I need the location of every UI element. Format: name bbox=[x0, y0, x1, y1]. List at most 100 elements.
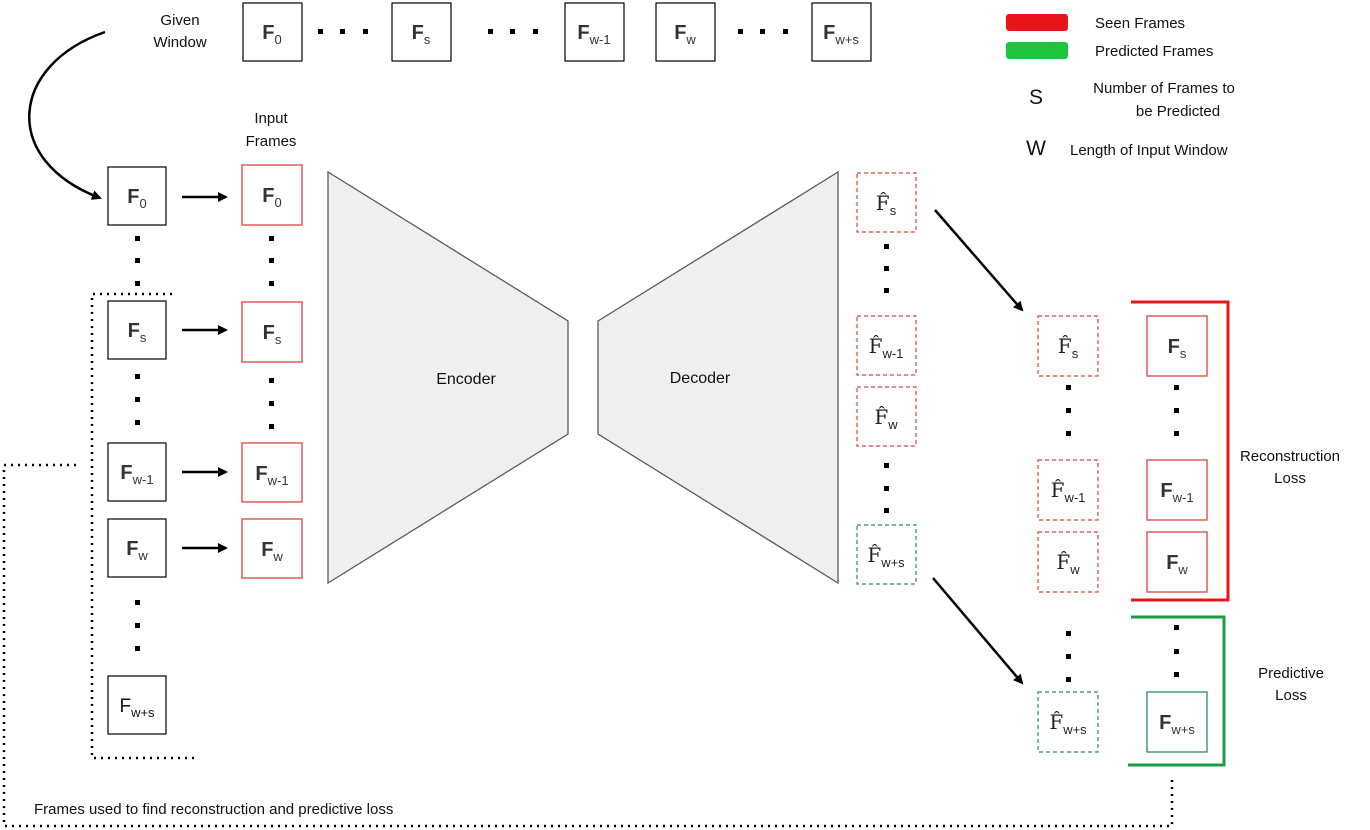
s-description-line1: Number of Frames to bbox=[1093, 80, 1235, 97]
top-frame-fs: Fs bbox=[391, 2, 452, 62]
input-frame-fw-1: Fw-1 bbox=[241, 442, 303, 503]
compare-predicted-fhat-w: F̂w bbox=[1037, 531, 1099, 593]
top-frame-f0: F0 bbox=[242, 2, 303, 62]
frame-subscript: w-1 bbox=[267, 473, 289, 488]
reconstruction-loss-label-line1: Reconstruction bbox=[1240, 448, 1340, 465]
s-symbol: S bbox=[1029, 86, 1043, 109]
seen-frames-swatch bbox=[1006, 14, 1068, 31]
truth-compare-ellipsis bbox=[1174, 385, 1179, 677]
input-frame-fs: Fs bbox=[241, 301, 303, 363]
svg-text:F̂w: F̂w bbox=[1056, 550, 1080, 577]
frame-subscript: s bbox=[1180, 346, 1187, 361]
predicted-frames-swatch bbox=[1006, 42, 1068, 59]
frame-symbol: F bbox=[126, 538, 138, 560]
predicted-frames-label: Predicted Frames bbox=[1095, 43, 1213, 60]
selection-bracket bbox=[90, 292, 198, 760]
svg-text:F0: F0 bbox=[262, 22, 281, 47]
svg-text:F̂w-1: F̂w-1 bbox=[869, 334, 904, 361]
frame-subscript: 0 bbox=[274, 32, 281, 47]
frame-subscript: w bbox=[1069, 562, 1080, 577]
frame-symbol: F bbox=[127, 186, 139, 208]
output-frame-fhat-w+s: F̂w+s bbox=[856, 524, 917, 585]
predictive-loss-label-line1: Predictive bbox=[1258, 665, 1324, 682]
given-column-ellipsis bbox=[135, 236, 140, 651]
svg-text:F̂w+s: F̂w+s bbox=[867, 543, 905, 570]
input-column-ellipsis bbox=[269, 236, 274, 429]
svg-text:Fs: Fs bbox=[128, 320, 147, 345]
frame-subscript: w bbox=[887, 417, 898, 432]
svg-text:Fw+s: Fw+s bbox=[1159, 712, 1195, 737]
svg-text:Fw: Fw bbox=[261, 539, 283, 564]
compare-truth-fw+s: Fw+s bbox=[1146, 691, 1208, 753]
frame-symbol: F bbox=[1166, 552, 1178, 574]
predicted-compare-ellipsis bbox=[1066, 385, 1071, 682]
svg-text:Fw+s: Fw+s bbox=[823, 22, 859, 47]
svg-text:F̂w: F̂w bbox=[874, 405, 898, 432]
frame-subscript: s bbox=[1072, 346, 1079, 361]
frame-subscript: w-1 bbox=[1063, 490, 1085, 505]
reconstruction-loss-bracket bbox=[1131, 300, 1230, 602]
frame-subscript: s bbox=[275, 332, 282, 347]
svg-text:Fs: Fs bbox=[412, 22, 431, 47]
svg-text:Fs: Fs bbox=[263, 322, 282, 347]
svg-text:Fw: Fw bbox=[674, 22, 696, 47]
svg-text:Fs: Fs bbox=[1168, 336, 1187, 361]
svg-text:F̂w+s: F̂w+s bbox=[1049, 710, 1087, 737]
input-arrows bbox=[182, 192, 228, 553]
frame-subscript: w-1 bbox=[132, 472, 154, 487]
given-window-label-line1: Given bbox=[160, 12, 199, 29]
frame-subscript: w-1 bbox=[881, 346, 903, 361]
input-frame-f0: F0 bbox=[241, 164, 303, 226]
frame-symbol: F̂ bbox=[1049, 710, 1063, 734]
given-window-arrow bbox=[28, 30, 106, 200]
frame-symbol: F̂ bbox=[869, 334, 883, 358]
svg-text:Fw-1: Fw-1 bbox=[577, 22, 610, 47]
input-frames-label-line1: Input bbox=[254, 110, 288, 127]
frame-symbol: F bbox=[119, 696, 131, 717]
frame-symbol: F bbox=[263, 322, 275, 344]
frame-symbol: F̂ bbox=[867, 543, 881, 567]
frame-symbol: F bbox=[1168, 336, 1180, 358]
frame-subscript: w+s bbox=[880, 555, 905, 570]
svg-text:F̂s: F̂s bbox=[1058, 334, 1079, 361]
frame-symbol: F bbox=[262, 185, 274, 207]
frame-symbol: F bbox=[120, 462, 132, 484]
predictive-loss-bracket bbox=[1128, 615, 1226, 767]
svg-text:F̂s: F̂s bbox=[876, 191, 897, 218]
encoder-block bbox=[327, 170, 569, 585]
frame-subscript: w bbox=[1177, 562, 1188, 577]
frame-symbol: F bbox=[1159, 712, 1171, 734]
w-symbol: W bbox=[1026, 137, 1046, 160]
bottom-caption: Frames used to find reconstruction and p… bbox=[34, 801, 393, 818]
frame-symbol: F bbox=[823, 22, 835, 44]
svg-text:Fw-1: Fw-1 bbox=[120, 462, 153, 487]
frame-subscript: s bbox=[890, 203, 897, 218]
frame-subscript: 0 bbox=[139, 196, 146, 211]
compare-predicted-fhat-s: F̂s bbox=[1037, 315, 1099, 377]
frame-subscript: w+s bbox=[130, 705, 155, 720]
w-description: Length of Input Window bbox=[1070, 142, 1228, 159]
given-frame-f0: F0 bbox=[107, 166, 167, 226]
compare-truth-fs: Fs bbox=[1146, 315, 1208, 377]
frame-symbol: F bbox=[128, 320, 140, 342]
svg-text:F̂w-1: F̂w-1 bbox=[1051, 478, 1086, 505]
top-row-ellipsis bbox=[318, 29, 788, 34]
svg-text:Fw: Fw bbox=[126, 538, 148, 563]
s-description-line2: be Predicted bbox=[1136, 103, 1220, 120]
reconstruction-arrow bbox=[934, 209, 1024, 312]
given-frame-fw-1: Fw-1 bbox=[107, 442, 167, 502]
frame-subscript: s bbox=[424, 32, 431, 47]
frame-symbol: F bbox=[255, 463, 267, 485]
frame-subscript: s bbox=[140, 330, 147, 345]
input-frame-fw: Fw bbox=[241, 518, 303, 579]
frame-subscript: w+s bbox=[1170, 722, 1195, 737]
frame-symbol: F̂ bbox=[1058, 334, 1072, 358]
loss-frames-connector bbox=[2, 463, 1174, 828]
prediction-arrow bbox=[932, 577, 1024, 685]
frame-subscript: w bbox=[272, 549, 283, 564]
frame-symbol: F̂ bbox=[1051, 478, 1065, 502]
frame-subscript: w bbox=[685, 32, 696, 47]
frame-subscript: w+s bbox=[1062, 722, 1087, 737]
top-frame-fw+s: Fw+s bbox=[811, 2, 872, 62]
